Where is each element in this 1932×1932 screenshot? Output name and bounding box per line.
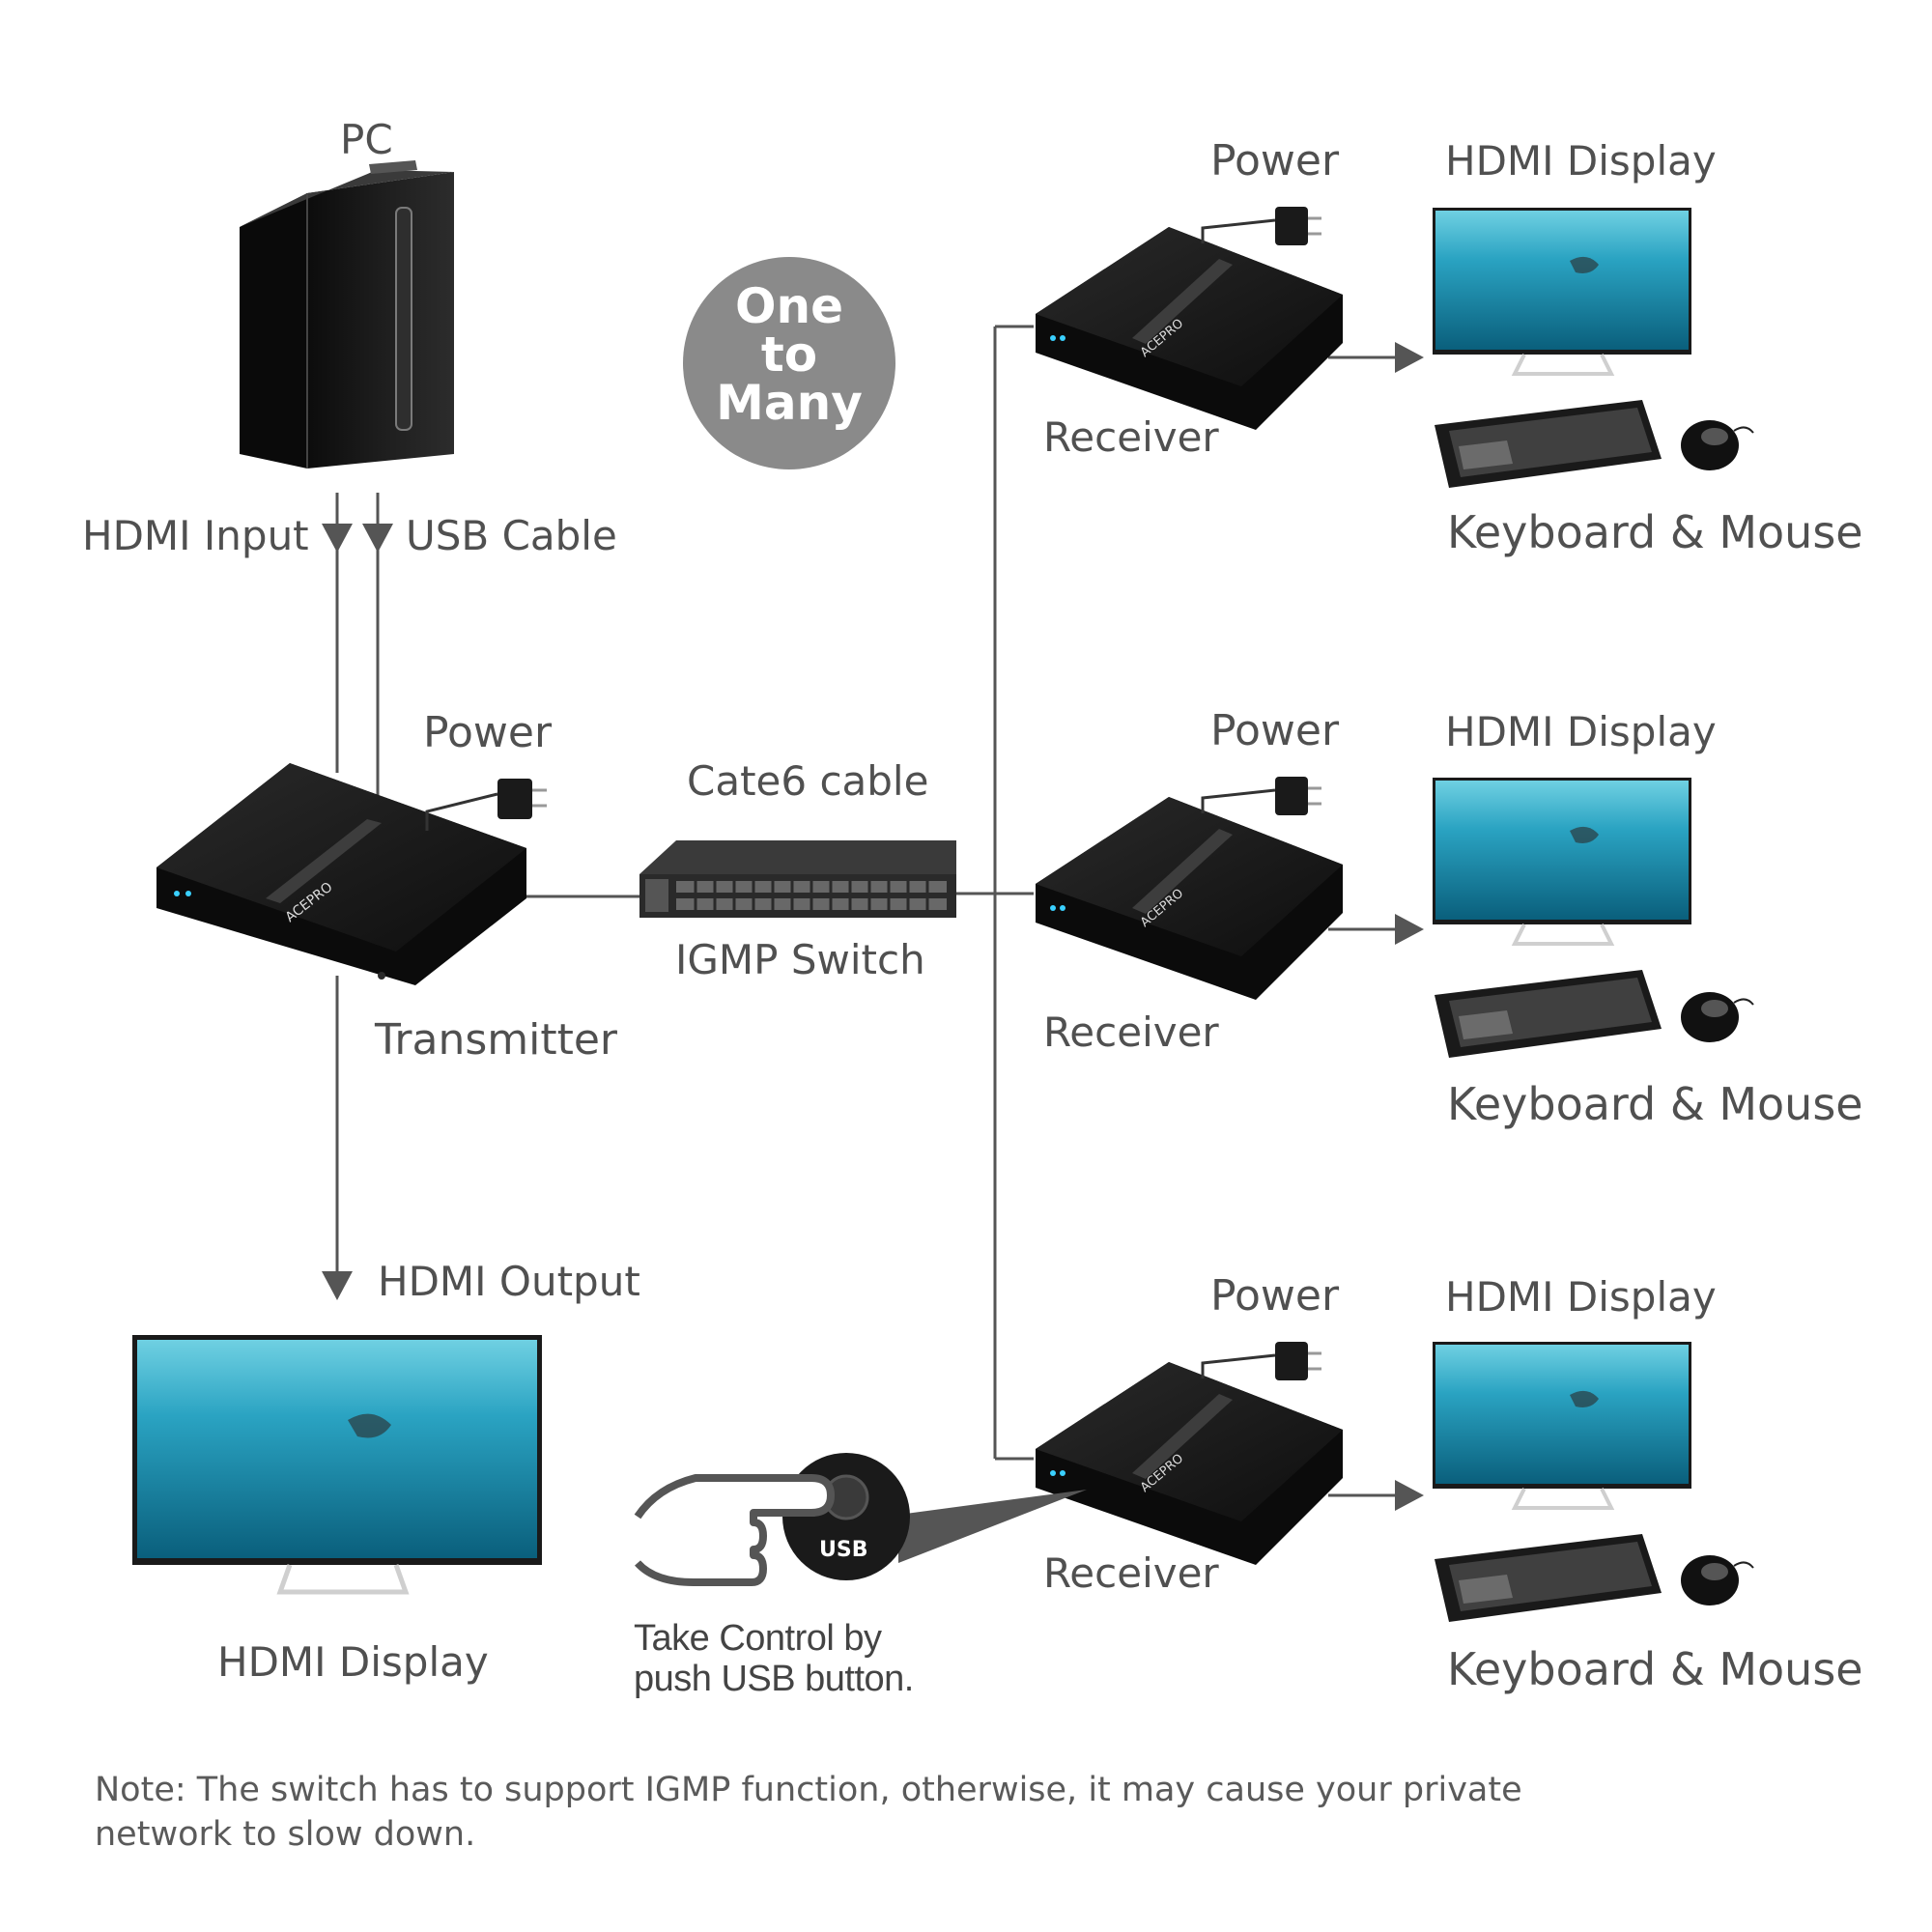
receiver-device-icon-2: ACEPRO <box>1036 797 1343 1000</box>
cate6-cable-label: Cate6 cable <box>687 757 929 805</box>
hdmi-display-icon-1 <box>1433 208 1691 376</box>
transmitter-label: Transmitter <box>375 1015 618 1065</box>
badge-line-1: One <box>734 278 843 334</box>
receiver-power-adapter-icon-1 <box>1201 207 1321 245</box>
keyboard-icon-3 <box>1435 1534 1662 1622</box>
receiver-label-1: Receiver <box>1043 413 1219 461</box>
receiver-power-adapter-icon-2 <box>1201 777 1321 815</box>
igmp-switch-icon <box>639 840 956 918</box>
receiver-power-adapter-icon-3 <box>1201 1342 1321 1380</box>
arrow-down-hdmi-output <box>322 1271 353 1300</box>
one-to-many-badge: One to Many <box>683 257 895 469</box>
arrow-down-usb <box>362 524 393 553</box>
keyboard-mouse-label-1: Keyboard & Mouse <box>1447 506 1863 558</box>
keyboard-icon-1 <box>1435 400 1662 488</box>
badge-line-2: to <box>760 327 818 383</box>
receiver-label-2: Receiver <box>1043 1009 1219 1056</box>
local-hdmi-display-icon <box>132 1335 542 1595</box>
arrow-down-hdmi-input <box>322 524 353 553</box>
arrow-right-rx3 <box>1395 1480 1424 1511</box>
receiver-power-label-1: Power <box>1210 136 1340 185</box>
hdmi-display-icon-2 <box>1433 778 1691 946</box>
arrows <box>322 342 1424 1511</box>
usb-caption-line-2: push USB button. <box>634 1659 914 1699</box>
igmp-note: Note: The switch has to support IGMP fun… <box>95 1771 1522 1854</box>
hdmi-display-icon-3 <box>1433 1342 1691 1510</box>
mouse-icon-1 <box>1681 420 1754 470</box>
pointing-hand-icon <box>634 1474 835 1586</box>
mouse-icon-3 <box>1681 1555 1754 1605</box>
transmitter-device-icon: ACEPRO <box>156 763 526 985</box>
usb-button-callout <box>634 1453 1087 1586</box>
hdmi-input-label: HDMI Input <box>82 512 309 559</box>
local-hdmi-display-label: HDMI Display <box>217 1638 489 1686</box>
igmp-switch-label: IGMP Switch <box>675 936 925 983</box>
badge-line-3: Many <box>716 375 863 431</box>
transmitter-power-label: Power <box>423 708 553 757</box>
usb-control-caption: Take Control by push USB button. <box>634 1618 914 1699</box>
receiver-display-label-1: HDMI Display <box>1445 137 1717 185</box>
mouse-icon-2 <box>1681 992 1754 1042</box>
pc-tower-icon <box>240 160 454 469</box>
usb-cable-label: USB Cable <box>406 512 617 559</box>
arrow-right-rx1 <box>1395 342 1424 373</box>
receiver-device-icon-3: ACEPRO <box>1036 1362 1343 1565</box>
hdmi-output-label: HDMI Output <box>378 1258 640 1305</box>
usb-button-label: USB <box>819 1538 868 1562</box>
keyboard-mouse-label-3: Keyboard & Mouse <box>1447 1643 1863 1695</box>
usb-caption-line-1: Take Control by <box>634 1618 882 1659</box>
receiver-device-icon-1: ACEPRO <box>1036 227 1343 430</box>
pc-label: PC <box>340 116 393 163</box>
receiver-power-label-3: Power <box>1210 1271 1340 1321</box>
keyboard-icon-2 <box>1435 970 1662 1058</box>
arrow-right-rx2 <box>1395 914 1424 945</box>
receiver-display-label-3: HDMI Display <box>1445 1273 1717 1321</box>
transmitter-power-adapter-icon <box>425 779 547 831</box>
receiver-power-label-2: Power <box>1210 706 1340 755</box>
receiver-label-3: Receiver <box>1043 1549 1219 1597</box>
receiver-display-label-2: HDMI Display <box>1445 708 1717 755</box>
keyboard-mouse-label-2: Keyboard & Mouse <box>1447 1078 1863 1130</box>
